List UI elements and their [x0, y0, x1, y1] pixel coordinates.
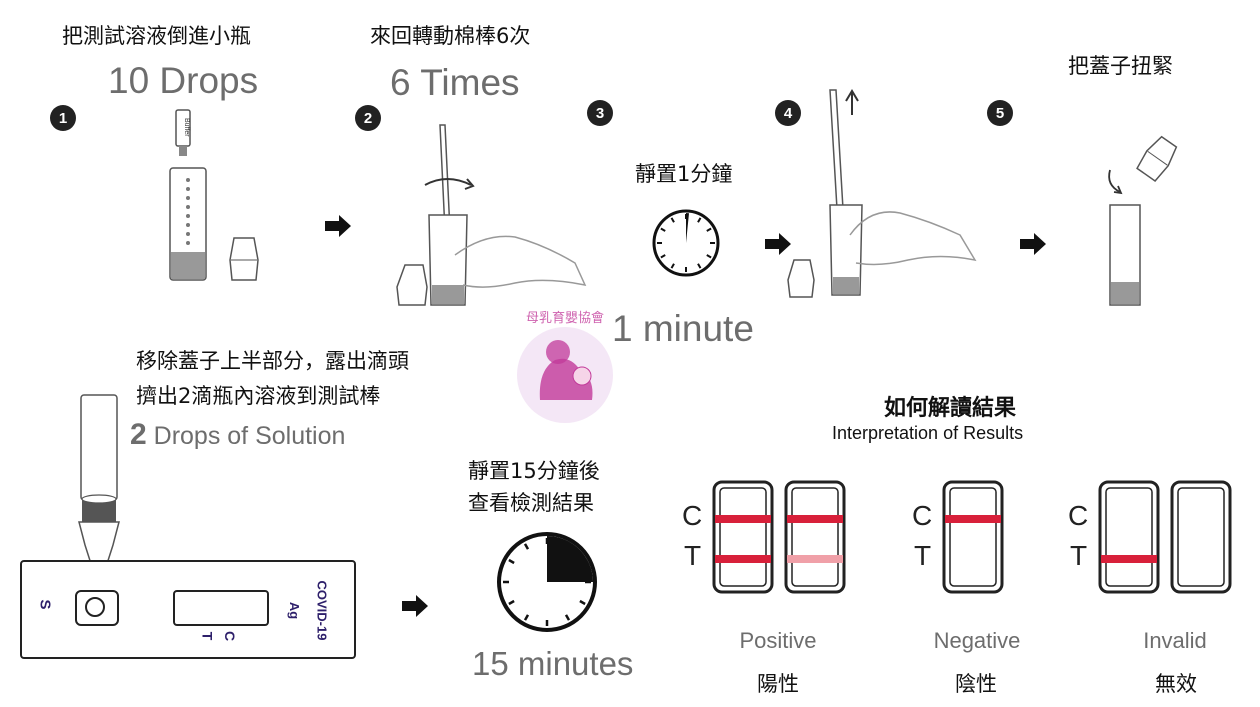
positive-strip-2: [784, 480, 846, 594]
clock-tick: [660, 227, 666, 232]
invalid-strip-2: [1170, 480, 1232, 594]
clock-tick: [697, 263, 702, 269]
step3-number-badge: 3: [587, 100, 613, 126]
clock-tick: [670, 263, 675, 269]
arrow-4-icon: [402, 595, 428, 617]
step2-number-badge: 2: [355, 105, 381, 131]
cassette-t-mark: T: [199, 631, 216, 641]
step1-illustration: Buffer: [169, 109, 259, 281]
step1-number-badge: 1: [50, 105, 76, 131]
arrow-2-icon: [765, 233, 791, 255]
clock-tick: [579, 599, 586, 606]
buffer-bottle-label: Buffer: [183, 118, 190, 137]
clock-tick: [670, 217, 675, 223]
drop-step-instruction-line2: 擠出2滴瓶內溶液到測試棒: [136, 384, 381, 408]
step5-instruction: 把蓋子扭緊: [1068, 54, 1173, 78]
cassette-sample-well-inner: [85, 597, 105, 617]
clock-tick: [706, 227, 712, 232]
step1-quantity: 10 Drops: [108, 60, 259, 101]
clock-tick: [660, 254, 666, 259]
cassette-sample-well: [75, 590, 119, 626]
wait-instruction-line1: 靜置15分鐘後: [468, 459, 600, 483]
negative-strip: [942, 480, 1004, 594]
step3-quantity: 1 minute: [612, 308, 754, 349]
results-title-en: Interpretation of Results: [832, 423, 1024, 443]
drop-count: 2: [130, 418, 147, 451]
step2-quantity: 6 Times: [390, 62, 520, 103]
positive-c-label: C: [682, 500, 703, 531]
clock-tick: [508, 558, 515, 565]
drop-step-quantity: 2 Drops of Solution: [130, 418, 345, 452]
invalid-label-zh: 無效: [1155, 672, 1197, 696]
positive-label-zh: 陽性: [757, 672, 799, 696]
watermark-text: 母乳育嬰協會: [526, 310, 604, 326]
clock-15-minutes-icon: [497, 532, 597, 632]
step2-instruction: 來回轉動棉棒6次: [370, 24, 531, 48]
cassette-product-name: COVID-19 Ag: [287, 573, 356, 643]
cassette-product-line1: COVID-19: [314, 580, 330, 641]
association-watermark-logo: 母乳育嬰協會: [517, 310, 613, 423]
step4-illustration: [787, 89, 977, 298]
cassette-product-line2: Ag: [287, 601, 303, 620]
step3-instruction: 靜置1分鐘: [635, 162, 733, 186]
invalid-label-en: Invalid: [1143, 628, 1207, 653]
negative-t-label: T: [914, 540, 932, 571]
clock-tick: [523, 614, 530, 621]
step2-illustration: [396, 124, 587, 306]
results-title-zh: 如何解讀結果: [884, 396, 1017, 421]
positive-label-en: Positive: [739, 628, 817, 653]
invalid-strip-1: [1098, 480, 1160, 594]
step5-number-badge: 5: [987, 100, 1013, 126]
dropper-bottle-illustration: [78, 394, 120, 582]
invalid-t-label: T: [1070, 540, 1088, 571]
clock-tick: [706, 254, 712, 259]
arrow-1-icon: [325, 215, 351, 237]
cassette-result-window: [173, 590, 269, 626]
cassette-sample-mark: S: [36, 599, 54, 610]
clock-tick: [523, 543, 530, 550]
clock-tick: [697, 217, 702, 223]
wait-quantity: 15 minutes: [472, 645, 634, 682]
drop-step-instruction-line1: 移除蓋子上半部分，露出滴頭: [136, 349, 409, 373]
clock-1-minute-icon: [652, 209, 720, 277]
step1-instruction: 把測試溶液倒進小瓶: [62, 24, 251, 48]
negative-label-zh: 陰性: [955, 672, 997, 696]
cassette-c-mark: C: [222, 630, 239, 642]
invalid-c-label: C: [1068, 500, 1089, 531]
wait-instruction-line2: 查看檢測結果: [468, 491, 594, 515]
step5-illustration: [1108, 135, 1178, 306]
positive-strip-1: [712, 480, 774, 594]
arrow-3-icon: [1020, 233, 1046, 255]
positive-t-label: T: [684, 540, 702, 571]
drop-text: Drops of Solution: [153, 422, 346, 450]
step4-number-badge: 4: [775, 100, 801, 126]
negative-label-en: Negative: [933, 628, 1021, 653]
negative-c-label: C: [912, 500, 933, 531]
clock-tick: [508, 599, 515, 606]
clock-tick: [564, 614, 571, 621]
